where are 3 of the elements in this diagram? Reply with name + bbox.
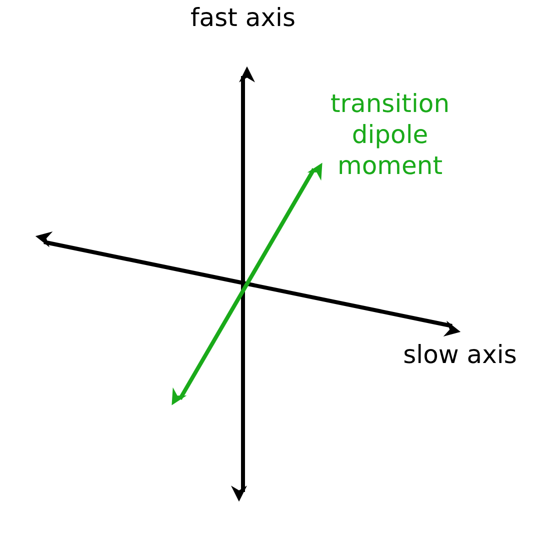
axis-label: fast axis (190, 2, 296, 33)
axis-label: slow axis (402, 339, 518, 370)
dipole-label: transition dipole moment (329, 88, 451, 181)
